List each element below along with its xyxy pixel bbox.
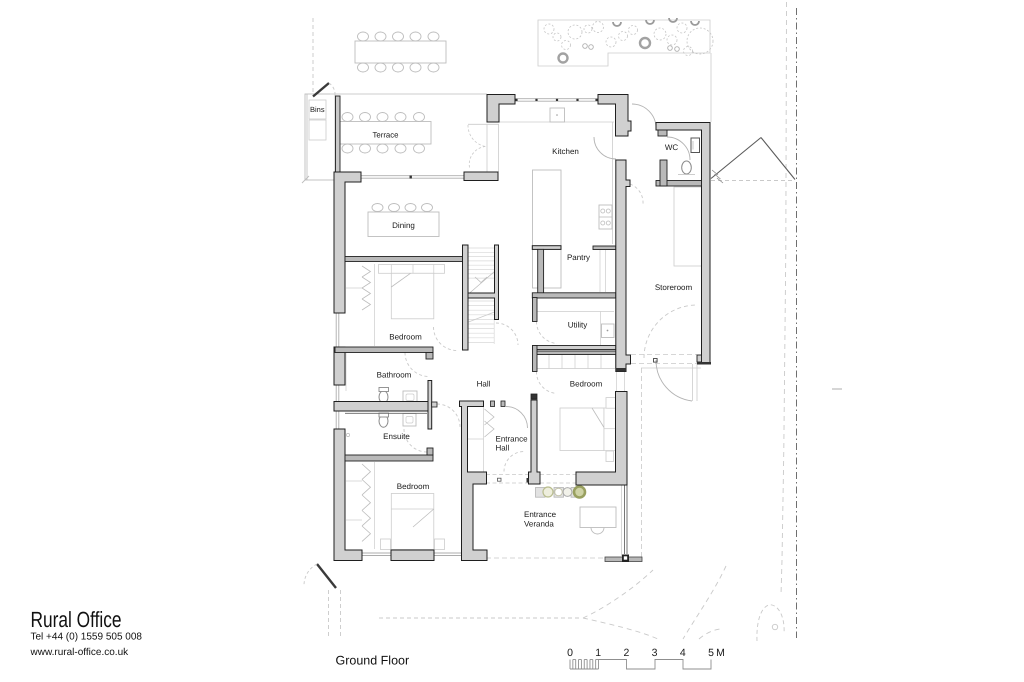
svg-text:Bedroom: Bedroom xyxy=(397,482,430,491)
svg-text:Hall: Hall xyxy=(477,380,491,389)
svg-text:4: 4 xyxy=(680,647,686,659)
svg-text:Bedroom: Bedroom xyxy=(389,333,422,342)
svg-text:Storeroom: Storeroom xyxy=(655,283,693,292)
svg-text:M: M xyxy=(716,647,725,659)
svg-text:Entrance: Entrance xyxy=(524,510,557,519)
svg-text:3: 3 xyxy=(652,647,658,659)
svg-text:Terrace: Terrace xyxy=(373,131,399,140)
svg-text:Bins: Bins xyxy=(310,105,325,114)
svg-text:Ground Floor: Ground Floor xyxy=(336,654,410,668)
svg-text:Ensuite: Ensuite xyxy=(383,432,410,441)
svg-text:WC: WC xyxy=(665,143,679,152)
svg-text:Bedroom: Bedroom xyxy=(570,380,603,389)
svg-text:Utility: Utility xyxy=(568,321,588,330)
svg-text:Bathroom: Bathroom xyxy=(377,371,412,380)
svg-text:Pantry: Pantry xyxy=(567,253,590,262)
svg-text:0: 0 xyxy=(567,647,573,659)
svg-text:Rural Office: Rural Office xyxy=(31,607,122,632)
svg-text:Tel +44 (0) 1559 505 008: Tel +44 (0) 1559 505 008 xyxy=(31,632,143,643)
svg-text:2: 2 xyxy=(623,647,629,659)
svg-text:Entrance: Entrance xyxy=(496,435,529,444)
svg-text:Hall: Hall xyxy=(496,444,510,453)
svg-text:5: 5 xyxy=(708,647,714,659)
svg-text:Kitchen: Kitchen xyxy=(552,147,579,156)
svg-text:www.rural-office.co.uk: www.rural-office.co.uk xyxy=(30,647,130,658)
svg-text:1: 1 xyxy=(595,647,601,659)
svg-text:Veranda: Veranda xyxy=(524,520,554,529)
svg-text:Dining: Dining xyxy=(392,221,415,230)
